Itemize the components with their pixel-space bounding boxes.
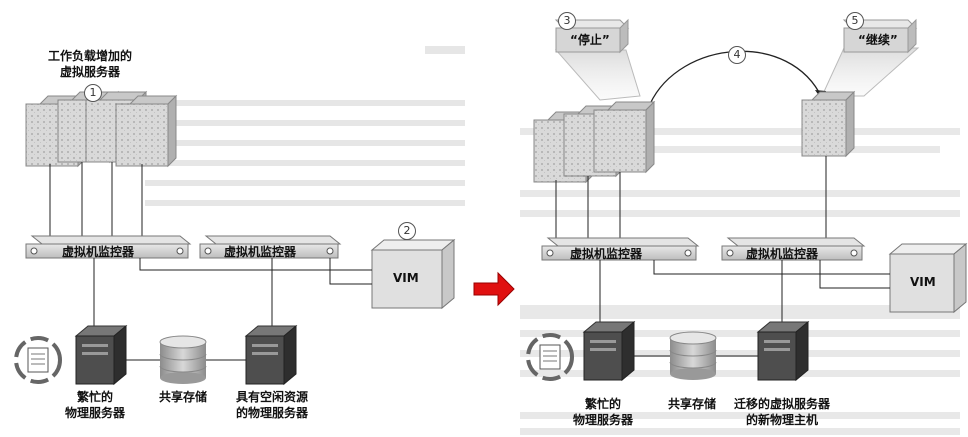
right-new-host-line1: 迁移的虚拟服务器	[733, 397, 830, 411]
background-text-right	[520, 128, 960, 435]
left-shared-storage	[159, 335, 207, 384]
left-shared-storage-label: 共享存储	[158, 390, 207, 404]
right-hypervisor-1-label: 虚拟机监控器	[570, 247, 643, 261]
left-hypervisor-2	[199, 235, 342, 259]
left-hypervisor-2-label: 虚拟机监控器	[224, 245, 297, 259]
left-diagram	[14, 90, 456, 386]
step-marker-2: 2	[398, 222, 416, 240]
busy-cycle-icon	[526, 333, 574, 381]
resume-beam	[821, 47, 920, 97]
transition-arrow	[473, 271, 515, 307]
vm-server	[593, 100, 656, 174]
right-vm-server-stack	[533, 100, 656, 184]
right-new-host-line2: 的新物理主机	[745, 413, 818, 427]
left-busy-physical-server	[74, 324, 128, 386]
resume-label: “继续”	[858, 33, 898, 47]
left-idle-server-line1: 具有空闲资源	[235, 390, 308, 404]
step-marker-4: 4	[728, 46, 746, 64]
left-hypervisor-1	[25, 235, 192, 259]
step-marker-5: 5	[846, 12, 864, 30]
workload-title-line2: 虚拟服务器	[59, 65, 120, 79]
left-vm-server-stack	[25, 90, 178, 168]
step-marker-3: 3	[558, 12, 576, 30]
left-busy-server-label: 繁忙的 物理服务器	[50, 389, 140, 421]
right-busy-server-label: 繁忙的 物理服务器	[558, 396, 648, 428]
right-busy-physical-server	[582, 320, 636, 382]
right-hypervisor-1	[541, 237, 700, 261]
left-busy-server-line2: 物理服务器	[64, 406, 125, 420]
left-hypervisor-1-label: 虚拟机监控器	[62, 245, 135, 259]
right-diagram	[526, 18, 968, 382]
step-marker-1: 1	[84, 84, 102, 102]
left-idle-server-line2: 的物理服务器	[235, 406, 308, 420]
migrated-vm-server	[801, 90, 856, 158]
right-shared-storage-label: 共享存储	[667, 397, 716, 411]
background-text-left	[145, 46, 465, 206]
right-busy-server-line1: 繁忙的	[584, 397, 621, 411]
left-idle-physical-server	[244, 324, 298, 386]
right-busy-server-line2: 物理服务器	[572, 413, 633, 427]
right-hypervisor-2-label: 虚拟机监控器	[746, 247, 819, 261]
right-new-host-label: 迁移的虚拟服务器 的新物理主机	[724, 396, 840, 428]
vm-to-hypervisor-lines	[49, 162, 143, 236]
stop-label-box	[554, 18, 630, 54]
stop-beam	[554, 49, 641, 101]
left-connection-lines	[93, 232, 406, 361]
stop-label: “停止”	[570, 33, 610, 47]
right-vim-label: VIM	[910, 275, 936, 289]
busy-cycle-icon	[14, 336, 62, 384]
vm-server	[115, 94, 178, 168]
right-vm-to-hypervisor-lines	[555, 156, 827, 238]
left-busy-server-line1: 繁忙的	[76, 390, 113, 404]
right-new-host-physical-server	[756, 320, 810, 382]
right-shared-storage	[669, 331, 717, 380]
left-idle-server-label: 具有空闲资源 的物理服务器	[222, 389, 322, 421]
right-vim-box	[888, 242, 968, 314]
left-vim-box	[370, 238, 456, 310]
left-vim-label: VIM	[393, 271, 419, 285]
workload-title-line1: 工作负载增加的	[47, 49, 132, 63]
right-hypervisor-2	[721, 237, 866, 261]
workload-title: 工作负载增加的 虚拟服务器	[30, 48, 150, 80]
